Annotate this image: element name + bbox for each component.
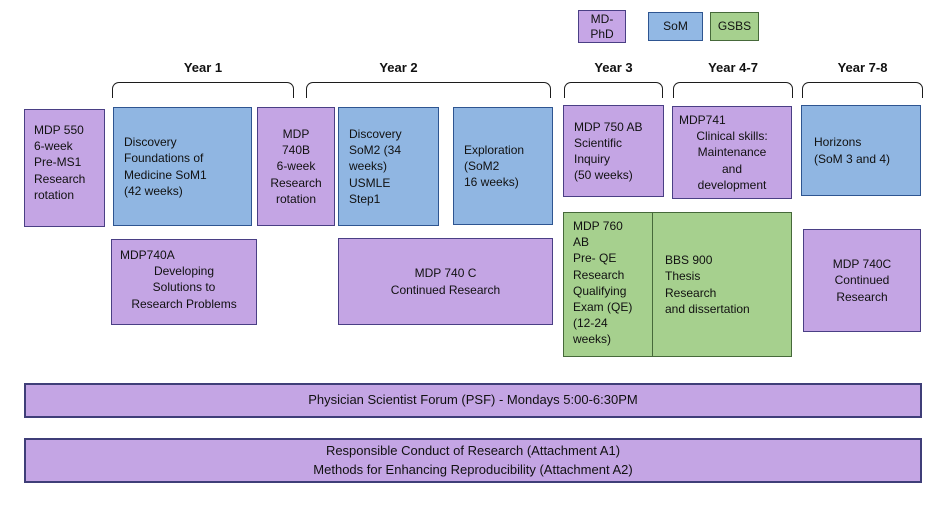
year-7-8-label: Year 7-8 [837, 60, 888, 75]
box-mdp740c-continued-research-year78: MDP 740C Continued Research [803, 229, 921, 332]
box-text: MDP 740B 6-week Research rotation [270, 127, 322, 206]
year-4-7-label: Year 4-7 [708, 60, 758, 75]
bar-responsible-conduct-research: Responsible Conduct of Research (Attachm… [24, 438, 922, 483]
box-text: MDP 740 C Continued Research [390, 266, 501, 297]
box-text: Exploration (SoM2 16 weeks) [464, 142, 525, 190]
year-3-bracket [564, 82, 663, 98]
year-1-label: Year 1 [183, 60, 223, 75]
year-7-8-bracket [802, 82, 923, 98]
box-text: MDP 750 AB Scientific Inquiry (50 weeks) [574, 119, 643, 183]
box-bbs900-thesis-research: BBS 900 Thesis Research and dissertation [653, 212, 792, 357]
box-heading: MDP741 [679, 113, 726, 127]
box-mdp741-clinical-skills: MDP741 Clinical skills: Maintenance and … [672, 106, 792, 199]
box-text: Discovery Foundations of Medicine SoM1 (… [124, 135, 207, 198]
box-mdp740a-developing-solutions: MDP740A Developing Solutions to Research… [111, 239, 257, 325]
bar-text: Responsible Conduct of Research (Attachm… [313, 443, 633, 477]
bar-text: Physician Scientist Forum (PSF) - Monday… [308, 392, 638, 408]
box-horizons-som34: Horizons (SoM 3 and 4) [801, 105, 921, 196]
year-1-bracket [112, 82, 294, 98]
legend-gsbs: GSBS [710, 12, 759, 41]
box-heading: MDP740A [120, 248, 175, 262]
box-text: MDP 740C Continued Research [832, 257, 892, 304]
box-text: Clinical skills: Maintenance and develop… [696, 129, 768, 192]
box-mdp750ab-scientific-inquiry: MDP 750 AB Scientific Inquiry (50 weeks) [563, 105, 664, 197]
box-mdp550-pre-ms1-rotation: MDP 550 6-week Pre-MS1 Research rotation [24, 109, 105, 227]
year-3-label: Year 3 [594, 60, 633, 75]
legend-som: SoM [648, 12, 703, 41]
year-2-bracket [306, 82, 551, 98]
box-text: Developing Solutions to Research Problem… [131, 264, 237, 311]
bar-physician-scientist-forum: Physician Scientist Forum (PSF) - Monday… [24, 383, 922, 418]
box-discovery-som2-usmle: Discovery SoM2 (34 weeks) USMLE Step1 [338, 107, 439, 226]
box-mdp740c-continued-research-year2: MDP 740 C Continued Research [338, 238, 553, 325]
box-text: Discovery SoM2 (34 weeks) USMLE Step1 [349, 127, 402, 206]
box-text: MDP 760 AB Pre- QE Research Qualifying E… [573, 219, 633, 347]
box-text: BBS 900 Thesis Research and dissertation [665, 253, 750, 316]
box-exploration-som2: Exploration (SoM2 16 weeks) [453, 107, 553, 225]
year-4-7-bracket [673, 82, 793, 98]
box-text: Horizons (SoM 3 and 4) [814, 135, 891, 166]
box-mdp760ab-qualifying-exam: MDP 760 AB Pre- QE Research Qualifying E… [563, 212, 653, 357]
box-discovery-foundations-som1: Discovery Foundations of Medicine SoM1 (… [113, 107, 252, 226]
year-2-label: Year 2 [379, 60, 418, 75]
legend-md-phd: MD- PhD [578, 10, 626, 43]
box-mdp740b-rotation: MDP 740B 6-week Research rotation [257, 107, 335, 226]
box-text: MDP 550 6-week Pre-MS1 Research rotation [34, 123, 86, 202]
